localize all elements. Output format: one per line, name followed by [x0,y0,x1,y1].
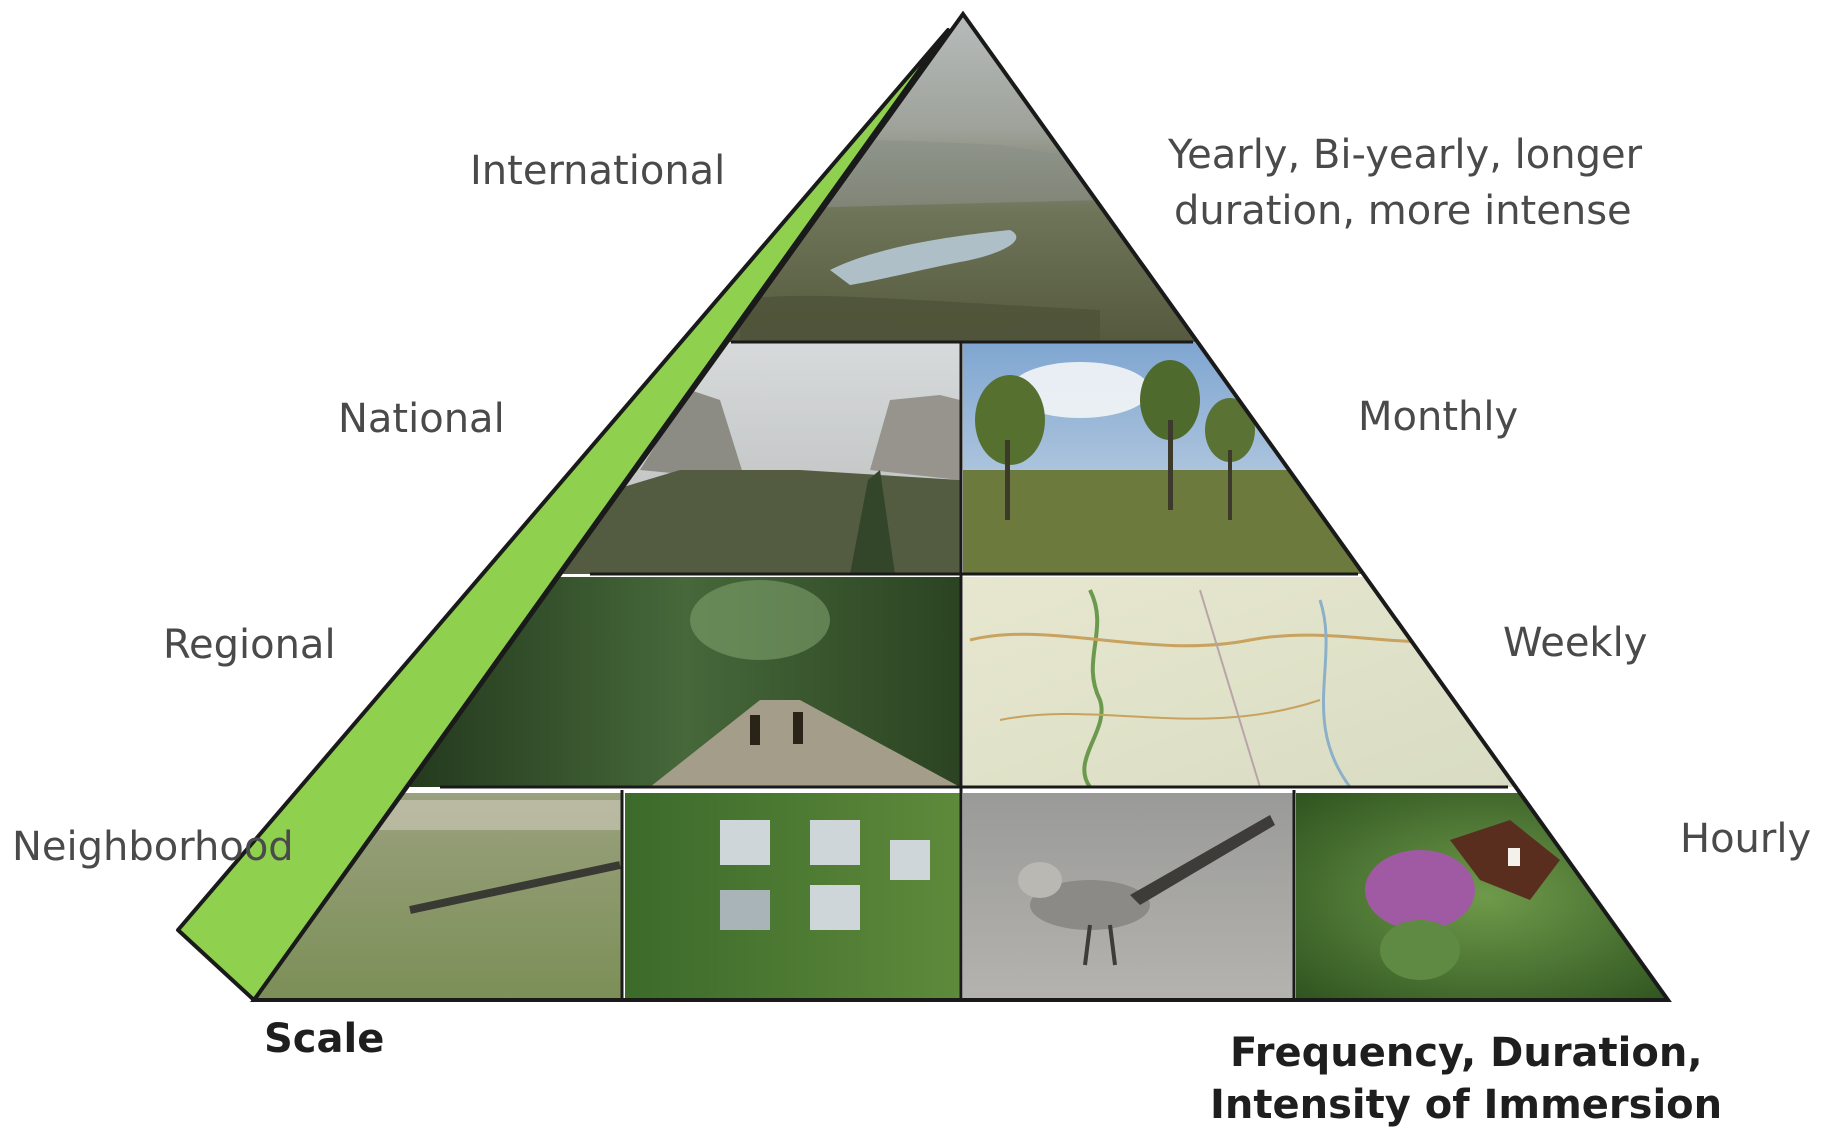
photo-green-wall [625,793,960,1000]
label-hourly: Hourly [1680,816,1811,862]
photo-mockingbird [963,793,1293,1000]
axis-label-frequency-line1: Frequency, Duration, [1230,1030,1703,1076]
label-regional: Regional [163,622,336,668]
label-yearly-line2: duration, more intense [1174,188,1632,234]
photo-thistle-butterfly [1296,793,1668,1000]
label-neighborhood: Neighborhood [12,824,294,870]
label-yearly-line1: Yearly, Bi-yearly, longer [1167,132,1643,178]
label-monthly: Monthly [1358,394,1518,440]
label-international: International [470,148,725,194]
scale-wedge [176,28,950,1002]
label-national: National [338,396,505,442]
axis-label-frequency-line2: Intensity of Immersion [1210,1082,1722,1128]
photo-mountain-valley [560,342,960,574]
axis-label-scale: Scale [264,1016,384,1062]
photo-eucalyptus-woodland [963,342,1363,574]
photo-road-map [963,577,1543,789]
grid-lines [440,340,1508,1000]
label-weekly: Weekly [1503,620,1647,666]
